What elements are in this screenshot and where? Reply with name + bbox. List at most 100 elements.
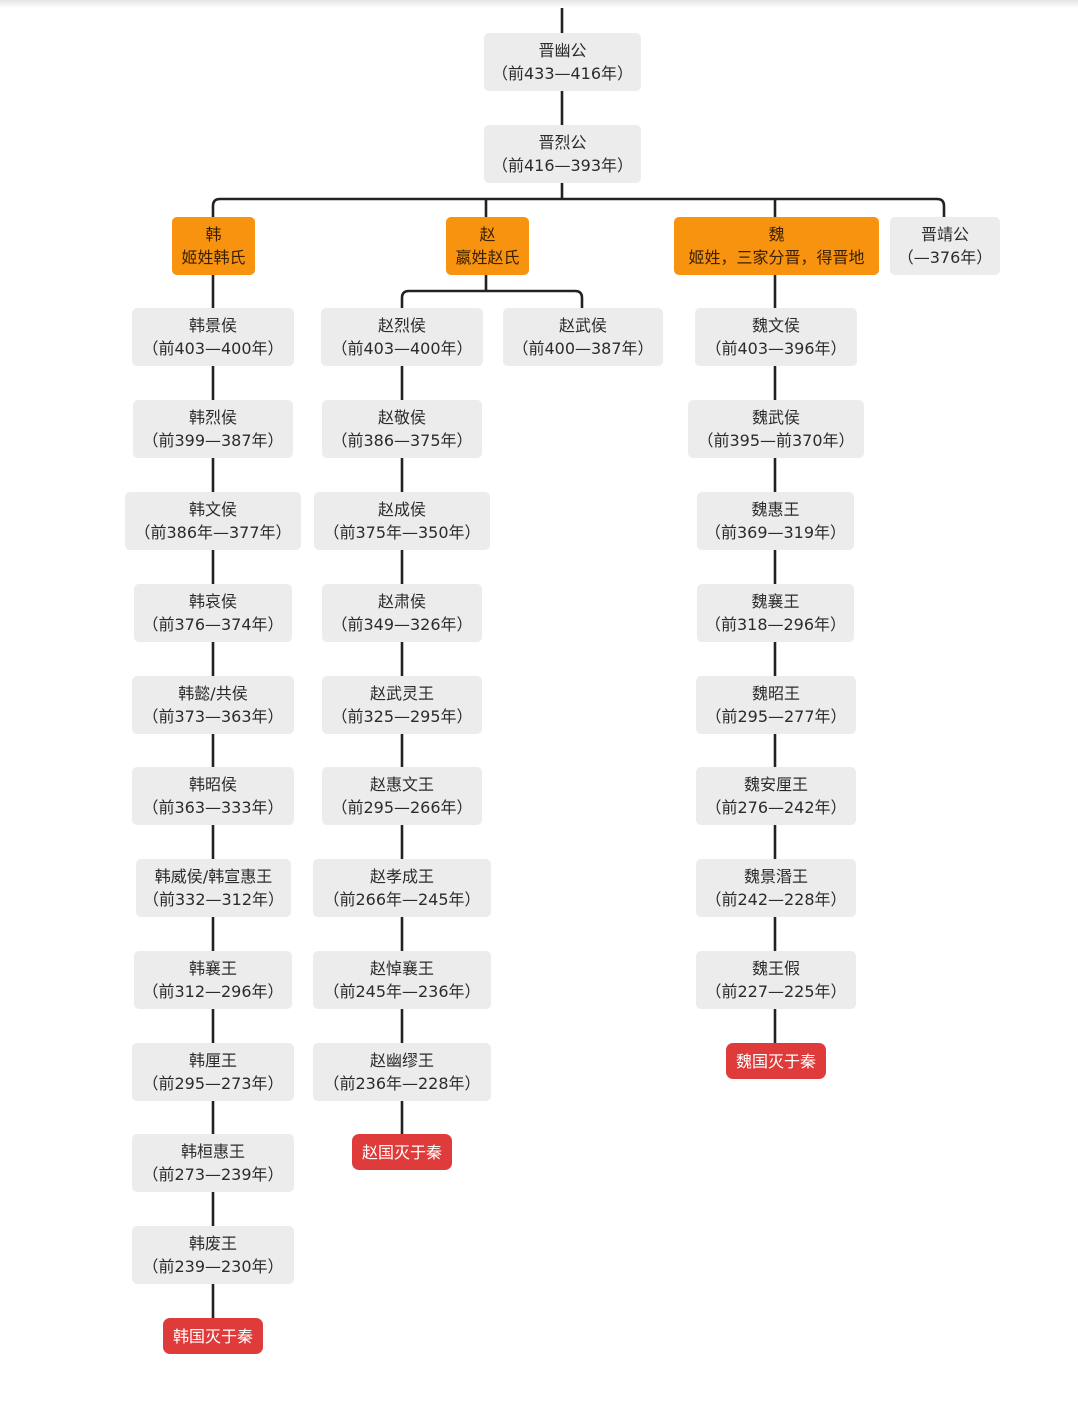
- node-years: （前395—前370年）: [697, 431, 855, 450]
- node-name: 晋烈公: [538, 133, 587, 152]
- node-years: （前325—295年）: [331, 707, 473, 726]
- connector-line: [211, 197, 946, 217]
- node-name: 韩桓惠王: [180, 1142, 245, 1161]
- node-years: （前433—416年）: [491, 64, 634, 83]
- node-wei-ruler-1: 魏文侯 （前403—396年）: [695, 308, 857, 366]
- node-years: （前242—228年）: [705, 890, 847, 909]
- node-han-ruler-3: 韩文侯 （前386年—377年）: [125, 492, 301, 550]
- node-name: 魏惠王: [751, 500, 800, 519]
- node-name: 韩懿/共侯: [178, 684, 248, 703]
- node-han-end: 韩国灭于秦: [163, 1318, 263, 1354]
- node-years: （前276—242年）: [705, 798, 847, 817]
- node-wei-ruler-4: 魏襄王 （前318—296年）: [697, 584, 854, 642]
- node-jin-you: 晋幽公 （前433—416年）: [484, 33, 641, 91]
- node-years: （前239—230年）: [142, 1257, 284, 1276]
- node-wei-ruler-2: 魏武侯 （前395—前370年）: [688, 400, 864, 458]
- state-name: 韩: [205, 225, 222, 244]
- node-years: （前376—374年）: [142, 615, 284, 634]
- node-years: （前318—296年）: [704, 615, 847, 634]
- node-years: （前375年—350年）: [323, 523, 481, 542]
- node-years: （前403—400年）: [331, 339, 473, 358]
- node-years: （前266年—245年）: [323, 890, 481, 909]
- node-name: 魏安厘王: [743, 775, 808, 794]
- node-years: （前369—319年）: [704, 523, 847, 542]
- node-years: （前332—312年）: [142, 890, 285, 909]
- node-name: 韩威侯/韩宣惠王: [154, 867, 273, 886]
- node-name: 魏武侯: [751, 408, 800, 427]
- node-state-han: 韩 姬姓韩氏: [172, 217, 255, 275]
- end-label: 魏国灭于秦: [735, 1051, 816, 1071]
- end-label: 韩国灭于秦: [172, 1326, 253, 1346]
- node-zhao-ruler-1: 赵烈侯 （前403—400年）: [321, 308, 483, 366]
- node-name: 晋幽公: [538, 41, 587, 60]
- node-zhao-ruler-5: 赵武灵王 （前325—295年）: [322, 676, 482, 734]
- node-han-ruler-8: 韩襄王 （前312—296年）: [134, 951, 292, 1009]
- state-name: 赵: [479, 225, 496, 244]
- node-years: （前227—225年）: [705, 982, 847, 1001]
- node-zhao-end: 赵国灭于秦: [352, 1134, 452, 1170]
- node-years: （前386—375年）: [331, 431, 473, 450]
- state-name: 魏: [768, 225, 785, 244]
- node-name: 晋靖公: [920, 225, 969, 244]
- node-jin-jing: 晋靖公 （—376年）: [890, 217, 1000, 275]
- state-desc: 姬姓，三家分晋，得晋地: [688, 248, 865, 267]
- node-han-ruler-1: 韩景侯 （前403—400年）: [132, 308, 294, 366]
- node-state-zhao: 赵 嬴姓赵氏: [446, 217, 529, 275]
- node-name: 赵成侯: [377, 500, 426, 519]
- node-name: 魏襄王: [751, 592, 800, 611]
- node-wei-ruler-8: 魏王假 （前227—225年）: [696, 951, 856, 1009]
- node-name: 韩废王: [188, 1234, 237, 1253]
- node-zhao-ruler-8: 赵悼襄王 （前245年—236年）: [313, 951, 491, 1009]
- node-years: （前349—326年）: [331, 615, 473, 634]
- node-wei-end: 魏国灭于秦: [726, 1043, 826, 1079]
- node-years: （前236年—228年）: [323, 1074, 481, 1093]
- end-label: 赵国灭于秦: [361, 1142, 442, 1162]
- top-edge: [0, 0, 1078, 8]
- node-name: 魏文侯: [751, 316, 800, 335]
- node-name: 韩厘王: [188, 1051, 237, 1070]
- node-jin-lie: 晋烈公 （前416—393年）: [484, 125, 641, 183]
- node-han-ruler-5: 韩懿/共侯 （前373—363年）: [132, 676, 294, 734]
- node-years: （前295—277年）: [705, 707, 847, 726]
- node-wei-ruler-3: 魏惠王 （前369—319年）: [697, 492, 854, 550]
- state-desc: 姬姓韩氏: [181, 248, 246, 267]
- node-years: （前245年—236年）: [323, 982, 481, 1001]
- node-zhao-ruler-6: 赵惠文王 （前295—266年）: [322, 767, 482, 825]
- node-zhao-ruler-2: 赵敬侯 （前386—375年）: [322, 400, 482, 458]
- node-han-ruler-9: 韩厘王 （前295—273年）: [132, 1043, 294, 1101]
- node-name: 魏昭王: [751, 684, 800, 703]
- node-han-ruler-6: 韩昭侯 （前363—333年）: [132, 767, 294, 825]
- node-han-ruler-10: 韩桓惠王 （前273—239年）: [132, 1134, 294, 1192]
- node-years: （前416—393年）: [491, 156, 634, 175]
- node-name: 韩文侯: [188, 500, 237, 519]
- node-zhao-ruler-4: 赵肃侯 （前349—326年）: [322, 584, 482, 642]
- node-name: 韩襄王: [188, 959, 237, 978]
- node-years: （前400—387年）: [512, 339, 654, 358]
- node-name: 赵幽缪王: [369, 1051, 434, 1070]
- node-years: （前399—387年）: [142, 431, 284, 450]
- node-years: （前312—296年）: [142, 982, 284, 1001]
- node-years: （前403—400年）: [142, 339, 284, 358]
- node-years: （前403—396年）: [705, 339, 847, 358]
- node-han-ruler-7: 韩威侯/韩宣惠王 （前332—312年）: [136, 859, 291, 917]
- node-years: （前295—273年）: [142, 1074, 284, 1093]
- node-name: 魏景湣王: [743, 867, 808, 886]
- node-years: （前363—333年）: [142, 798, 284, 817]
- node-name: 赵武灵王: [369, 684, 434, 703]
- node-name: 韩景侯: [188, 316, 237, 335]
- state-desc: 嬴姓赵氏: [455, 248, 520, 267]
- node-zhao-ruler-7: 赵孝成王 （前266年—245年）: [313, 859, 491, 917]
- node-zhao-wu: 赵武侯 （前400—387年）: [503, 308, 663, 366]
- node-years: （前386年—377年）: [134, 523, 292, 542]
- node-name: 赵悼襄王: [369, 959, 434, 978]
- connector-line: [400, 289, 584, 308]
- node-name: 赵惠文王: [369, 775, 434, 794]
- node-han-ruler-4: 韩哀侯 （前376—374年）: [134, 584, 292, 642]
- node-name: 韩烈侯: [188, 408, 237, 427]
- node-name: 赵烈侯: [377, 316, 426, 335]
- node-name: 赵武侯: [558, 316, 607, 335]
- node-name: 赵孝成王: [369, 867, 434, 886]
- node-zhao-ruler-3: 赵成侯 （前375年—350年）: [314, 492, 490, 550]
- node-name: 赵敬侯: [377, 408, 426, 427]
